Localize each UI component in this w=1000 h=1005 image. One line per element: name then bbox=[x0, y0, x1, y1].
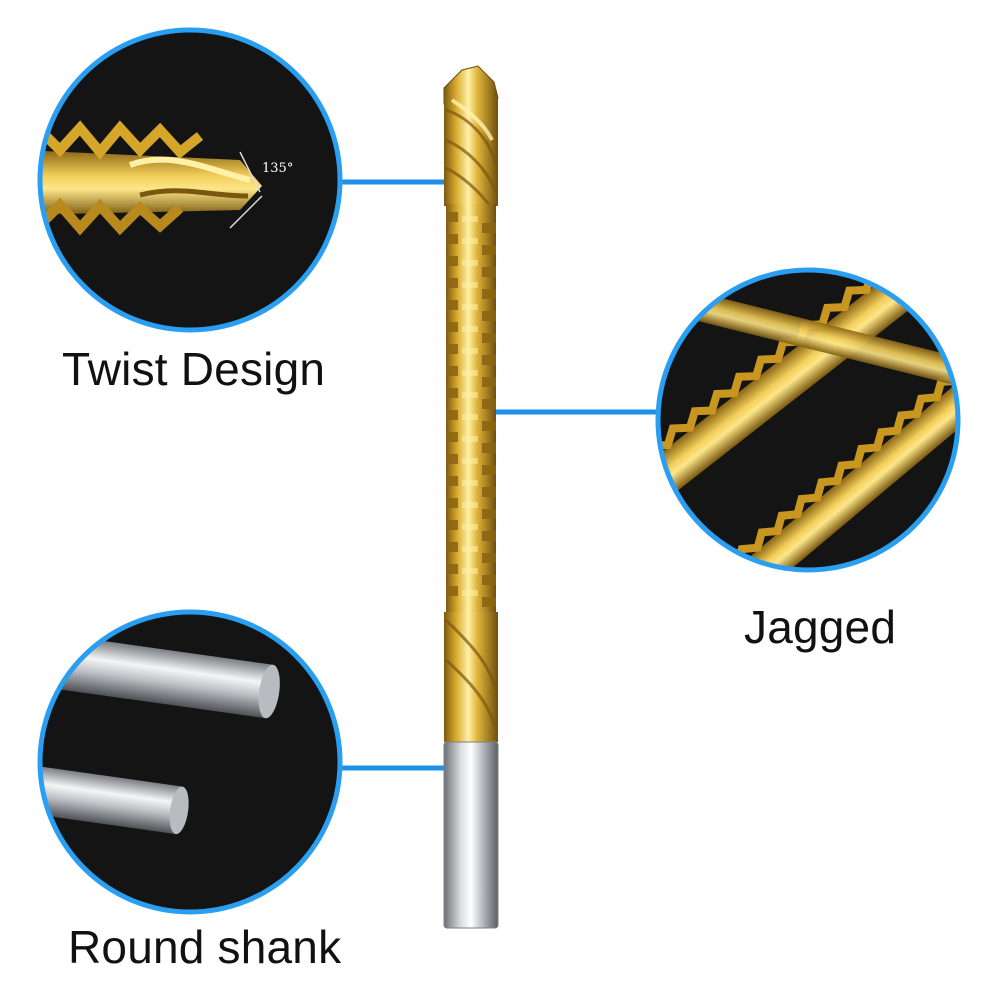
round-shank-detail-circle bbox=[37, 609, 343, 915]
jagged-tooth bbox=[446, 476, 458, 486]
jagged-tooth bbox=[482, 267, 496, 277]
jagged-highlight bbox=[462, 304, 478, 310]
jagged-tooth bbox=[482, 531, 496, 541]
jagged-tooth bbox=[482, 575, 496, 585]
connector-lines bbox=[338, 179, 660, 771]
jagged-highlight bbox=[462, 238, 478, 244]
jagged-tooth bbox=[446, 520, 458, 530]
jagged-tooth bbox=[446, 410, 458, 420]
angle-annotation: 135° bbox=[262, 161, 293, 176]
round-shank bbox=[443, 741, 499, 929]
jagged-tooth bbox=[446, 586, 458, 596]
jagged-tooth bbox=[446, 542, 458, 552]
jagged-tooth bbox=[446, 564, 458, 574]
jagged-tooth bbox=[482, 245, 496, 255]
jagged-highlight bbox=[462, 480, 478, 486]
jagged-tooth bbox=[482, 399, 496, 409]
jagged-highlight bbox=[462, 348, 478, 354]
jagged-highlight bbox=[462, 414, 478, 420]
jagged-tooth bbox=[446, 256, 458, 266]
jagged-tooth bbox=[446, 278, 458, 288]
drill-bit bbox=[443, 65, 499, 929]
jagged-tooth bbox=[482, 487, 496, 497]
jagged-tooth bbox=[446, 454, 458, 464]
jagged-tooth bbox=[482, 355, 496, 365]
jagged-detail-circle bbox=[655, 267, 961, 573]
twist-design-label: Twist Design bbox=[62, 343, 326, 395]
jagged-tooth bbox=[446, 300, 458, 310]
jagged-highlight bbox=[462, 282, 478, 288]
jagged-tooth bbox=[446, 344, 458, 354]
jagged-tooth bbox=[482, 377, 496, 387]
jagged-tooth bbox=[446, 366, 458, 376]
jagged-tooth bbox=[482, 597, 496, 607]
jagged-tooth bbox=[446, 388, 458, 398]
jagged-highlight bbox=[462, 590, 478, 596]
round-shank-label: Round shank bbox=[68, 921, 342, 973]
jagged-highlight bbox=[462, 216, 478, 222]
jagged-highlight bbox=[462, 568, 478, 574]
jagged-tooth bbox=[446, 212, 458, 222]
jagged-tooth bbox=[482, 509, 496, 519]
jagged-label: Jagged bbox=[744, 601, 897, 653]
jagged-tooth bbox=[446, 234, 458, 244]
jagged-highlight bbox=[462, 546, 478, 552]
jagged-tooth bbox=[446, 498, 458, 508]
jagged-highlight bbox=[462, 458, 478, 464]
jagged-tooth bbox=[482, 421, 496, 431]
jagged-highlight bbox=[462, 260, 478, 266]
jagged-highlight bbox=[462, 392, 478, 398]
jagged-tooth bbox=[482, 333, 496, 343]
jagged-tooth bbox=[446, 322, 458, 332]
jagged-tooth bbox=[482, 465, 496, 475]
jagged-tooth bbox=[482, 223, 496, 233]
jagged-tooth bbox=[482, 311, 496, 321]
jagged-highlight bbox=[462, 502, 478, 508]
jagged-highlight bbox=[462, 326, 478, 332]
jagged-tooth bbox=[446, 432, 458, 442]
jagged-tooth bbox=[482, 443, 496, 453]
jagged-highlight bbox=[462, 524, 478, 530]
jagged-highlight bbox=[462, 436, 478, 442]
jagged-tooth bbox=[482, 553, 496, 563]
jagged-highlight bbox=[462, 370, 478, 376]
jagged-tooth bbox=[482, 289, 496, 299]
twist-detail-circle: 135° bbox=[37, 27, 343, 333]
